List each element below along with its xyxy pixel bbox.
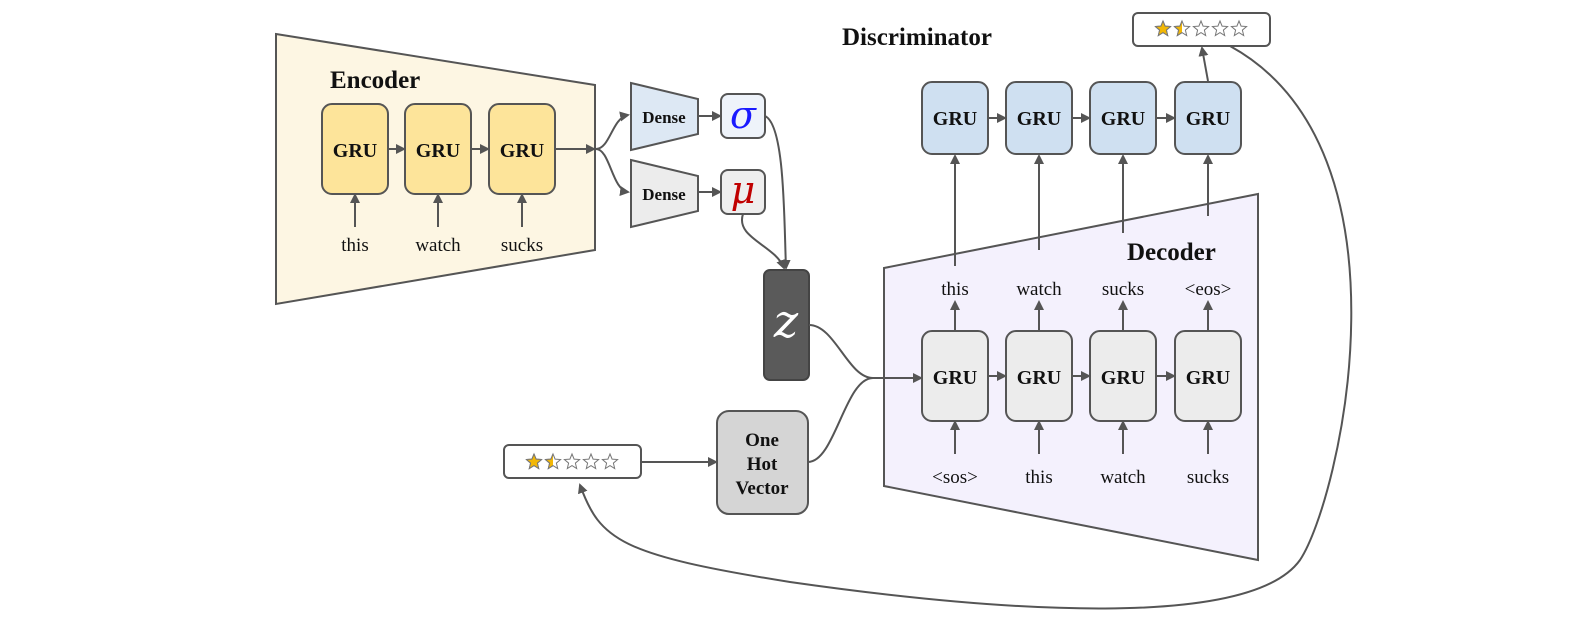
decoder-input-word: <sos> (932, 467, 978, 488)
one-hot-label-line: Vector (735, 478, 789, 499)
dense-label: Dense (642, 185, 686, 204)
rating-feedback-loop-arrow (578, 45, 1353, 610)
one-hot-to-decoder-arrow (807, 377, 874, 463)
encoder-gru-1: GRU (321, 103, 389, 195)
encoder-input-word: sucks (501, 235, 543, 256)
mu-to-z-arrow (740, 213, 786, 270)
latent-z-symbol: z (773, 294, 799, 348)
gru-label: GRU (1017, 108, 1061, 130)
decoder-gru-2: GRU (1005, 330, 1073, 422)
decoder-output-word: watch (1016, 279, 1062, 300)
decoder-title: Decoder (1127, 239, 1216, 266)
sigma-node: σ (720, 93, 766, 139)
latent-z-node: z (763, 269, 810, 381)
split-arrow-sigma (595, 111, 630, 150)
star-fill-icon (1155, 21, 1171, 37)
star-fill-icon (545, 454, 553, 470)
one-hot-label-line: Hot (747, 454, 778, 475)
gru-label: GRU (1101, 367, 1145, 389)
decoder-input-word: sucks (1187, 467, 1229, 488)
star-fill-icon (1174, 21, 1182, 37)
star-icon (1192, 19, 1210, 37)
split-arrow-mu (595, 148, 630, 196)
star-icon (582, 452, 600, 470)
sigma-to-z-arrow (764, 115, 791, 270)
star-icon (1230, 19, 1248, 37)
sigma-symbol: σ (730, 93, 757, 137)
dense-label: Dense (642, 108, 686, 127)
star-icon (601, 452, 619, 470)
encoder-input-word: this (341, 235, 368, 256)
discriminator-gru-3: GRU (1089, 81, 1157, 155)
gru-label: GRU (416, 140, 460, 162)
discriminator-title: Discriminator (842, 24, 992, 51)
rating-box-output (1132, 12, 1271, 47)
discriminator-gru-1: GRU (921, 81, 989, 155)
gru-label: GRU (333, 140, 377, 162)
mu-symbol: μ (731, 168, 756, 212)
decoder-gru-3: GRU (1089, 330, 1157, 422)
dense-mu: Dense (630, 158, 699, 229)
star-rating (1154, 19, 1248, 37)
gru-label: GRU (1017, 367, 1061, 389)
decoder-output-word: <eos> (1185, 279, 1232, 300)
decoder-output-word: this (941, 279, 968, 300)
decoder-gru-1: GRU (921, 330, 989, 422)
discriminator-gru-4: GRU (1174, 81, 1242, 155)
gru-label: GRU (1186, 108, 1230, 130)
encoder-input-word: watch (415, 235, 461, 256)
one-hot-label-line: One (745, 430, 779, 451)
z-to-decoder-arrow (808, 324, 874, 379)
gru-label: GRU (1101, 108, 1145, 130)
star-icon (1211, 19, 1229, 37)
gru-label: GRU (1186, 367, 1230, 389)
one-hot-vector-node: One Hot Vector (716, 410, 809, 515)
dense-sigma: Dense (630, 81, 699, 152)
encoder-gru-2: GRU (404, 103, 472, 195)
decoder-input-word: watch (1100, 467, 1146, 488)
rating-box-input (503, 444, 642, 479)
star-rating (525, 452, 619, 470)
decoder-gru-4: GRU (1174, 330, 1242, 422)
star-icon (563, 452, 581, 470)
discriminator-to-rating-arrow (1198, 46, 1209, 82)
star-fill-icon (526, 454, 542, 470)
decoder-output-word: sucks (1102, 279, 1144, 300)
encoder-gru-3: GRU (488, 103, 556, 195)
gru-label: GRU (933, 367, 977, 389)
decoder-input-word: this (1025, 467, 1052, 488)
gru-label: GRU (500, 140, 544, 162)
encoder-title: Encoder (330, 67, 420, 94)
gru-label: GRU (933, 108, 977, 130)
mu-node: μ (720, 168, 766, 215)
discriminator-gru-2: GRU (1005, 81, 1073, 155)
